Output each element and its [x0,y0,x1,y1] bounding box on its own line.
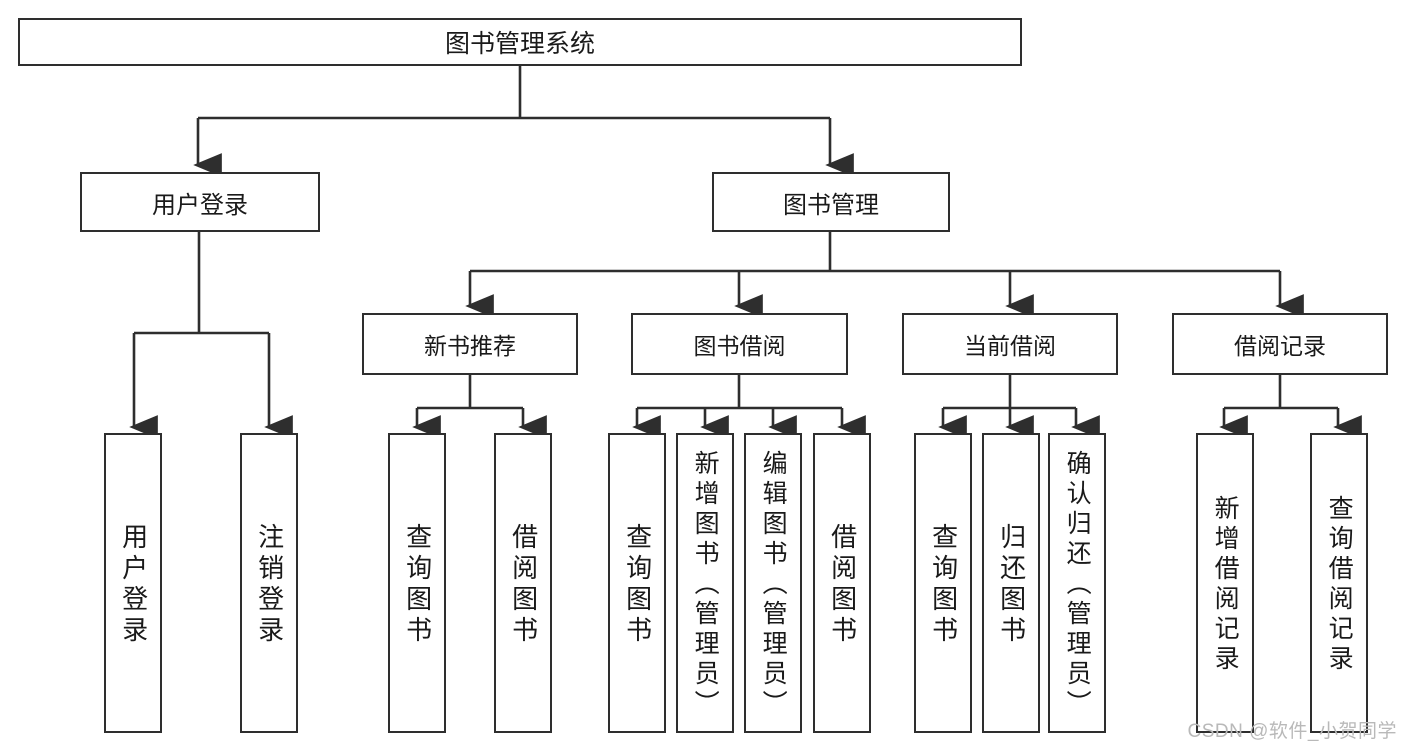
leaf-query-book-borrow[interactable]: 查询图书 [608,433,666,733]
leaf-borrow-book-recommend[interactable]: 借阅图书 [494,433,552,733]
leaf-add-borrow-record[interactable]: 新增借阅记录 [1196,433,1254,733]
node-new-book-recommend-label: 新书推荐 [424,333,516,359]
leaf-add-borrow-record-label: 新增借阅记录 [1211,495,1240,675]
node-current-borrow-label: 当前借阅 [964,333,1056,359]
leaf-user-login[interactable]: 用户登录 [104,433,162,733]
node-book-borrow-label: 图书借阅 [693,333,786,359]
leaf-edit-book[interactable]: 编辑图书（管理员） [744,433,802,733]
leaf-query-book-current[interactable]: 查询图书 [914,433,972,733]
leaf-user-login-label: 用户登录 [118,523,149,647]
leaf-query-book-borrow-label: 查询图书 [622,523,653,647]
watermark: CSDN @软件_小贺同学 [1187,721,1397,742]
leaf-return-book-label: 归还图书 [996,523,1027,647]
leaf-query-book-recommend-label: 查询图书 [402,523,433,647]
leaf-query-book-recommend[interactable]: 查询图书 [388,433,446,733]
node-book-management[interactable]: 图书管理 [712,172,950,232]
node-current-borrow[interactable]: 当前借阅 [902,313,1118,375]
leaf-logout-label: 注销登录 [254,523,285,647]
leaf-confirm-return[interactable]: 确认归还（管理员） [1048,433,1106,733]
leaf-query-borrow-record-label: 查询借阅记录 [1325,495,1354,675]
leaf-confirm-return-label: 确认归还（管理员） [1063,450,1092,720]
node-book-management-label: 图书管理 [783,191,879,219]
node-borrow-record[interactable]: 借阅记录 [1172,313,1388,375]
leaf-query-borrow-record[interactable]: 查询借阅记录 [1310,433,1368,733]
leaf-edit-book-label: 编辑图书（管理员） [759,450,788,720]
leaf-add-book[interactable]: 新增图书（管理员） [676,433,734,733]
leaf-borrow-book-recommend-label: 借阅图书 [508,523,539,647]
leaf-logout[interactable]: 注销登录 [240,433,298,733]
node-user-login[interactable]: 用户登录 [80,172,320,232]
leaf-query-book-current-label: 查询图书 [928,523,959,647]
leaf-borrow-book[interactable]: 借阅图书 [813,433,871,733]
node-root[interactable]: 图书管理系统 [18,18,1022,66]
node-user-login-label: 用户登录 [152,191,248,219]
leaf-borrow-book-label: 借阅图书 [827,523,858,647]
node-new-book-recommend[interactable]: 新书推荐 [362,313,578,375]
node-book-borrow[interactable]: 图书借阅 [631,313,848,375]
leaf-return-book[interactable]: 归还图书 [982,433,1040,733]
leaf-add-book-label: 新增图书（管理员） [691,450,720,720]
node-root-label: 图书管理系统 [444,30,595,58]
node-borrow-record-label: 借阅记录 [1234,333,1326,359]
